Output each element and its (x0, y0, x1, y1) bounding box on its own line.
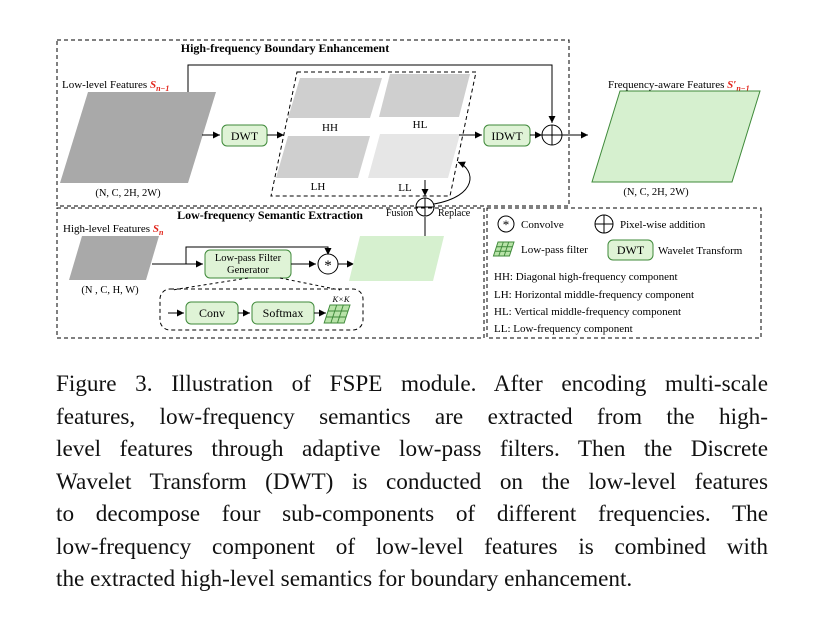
branch-to-convolve (185, 246, 332, 264)
legend-convolve-label: Convolve (521, 219, 564, 231)
caption-line: Wavelet Transform (DWT) is conducted on … (56, 468, 768, 495)
lh-band (276, 136, 370, 178)
legend-hl: HL: Vertical middle-frequency component (494, 306, 681, 318)
hh-band (288, 78, 382, 118)
lpf-gen-line2: Generator (227, 265, 269, 276)
legend-pixelwise-label: Pixel-wise addition (620, 219, 706, 231)
lpf-detail-link (171, 277, 249, 291)
lf-section-box (56, 207, 485, 339)
convolve-star: * (324, 258, 332, 274)
legend-ll: LL: Low-frequency component (494, 323, 633, 335)
legend-wavelet-label: Wavelet Transform (658, 245, 743, 257)
freq-aware-features (591, 90, 761, 183)
lh-label: LH (311, 181, 326, 193)
kernel-size-label: K×K (331, 294, 350, 304)
high-level-features (69, 236, 159, 280)
legend-convolve-icon (497, 215, 515, 233)
hl-label: HL (413, 119, 428, 131)
lowpass-filter-icon (323, 304, 351, 324)
freq-aware-label: Frequency-aware Features S′n−1 (608, 79, 750, 93)
legend-lh: LH: Horizontal middle-frequency componen… (494, 289, 694, 301)
ll-label: LL (398, 182, 412, 194)
caption-line: Figure 3. Illustration of FSPE module. A… (56, 371, 768, 397)
low-level-label: Low-level Features Sn−1 (62, 79, 169, 93)
fusion-label: Fusion (386, 208, 413, 219)
legend-lowpass-icon (492, 241, 515, 257)
hh-label: HH (322, 122, 338, 134)
caption-line: features, low-frequency semantics are ex… (56, 403, 768, 430)
caption-line: low-frequency component of low-level fea… (56, 533, 768, 560)
low-level-dims: (N, C, 2H, 2W) (95, 188, 161, 199)
hf-section-title: High-frequency Boundary Enhancement (181, 41, 389, 55)
caption-line: the extracted high-level semantics for b… (56, 566, 633, 592)
lpf-gen-line1: Low-pass Filter (215, 253, 282, 264)
freq-aware-dims: (N, C, 2H, 2W) (623, 187, 689, 198)
conv-label: Conv (199, 306, 225, 320)
legend-convolve-star: * (503, 217, 510, 232)
softmax-label: Softmax (263, 306, 304, 320)
replace-arrow (433, 161, 471, 205)
dwt-label: DWT (231, 129, 259, 143)
idwt-label: IDWT (491, 129, 523, 143)
caption-line: to decompose four sub-components of diff… (56, 501, 768, 527)
legend-lowpass-label: Low-pass filter (521, 244, 588, 256)
lf-section-title: Low-frequency Semantic Extraction (177, 208, 363, 222)
ll-band (368, 134, 460, 178)
fspe-diagram: High-frequency Boundary Enhancement Low-… (56, 39, 762, 339)
legend-hh: HH: Diagonal high-frequency component (494, 271, 678, 283)
low-level-features (60, 92, 216, 183)
legend-box (486, 207, 762, 339)
lowfreq-semantics (349, 236, 444, 281)
lpf-detail-box (159, 288, 364, 331)
hl-band (379, 74, 470, 117)
high-level-label: High-level Features Sn (63, 223, 164, 237)
high-level-dims: (N , C, H, W) (81, 285, 139, 296)
hf-section-box (56, 39, 570, 207)
replace-label: Replace (438, 208, 471, 219)
subband-container (270, 71, 477, 197)
lpf-detail-link-right (279, 277, 341, 291)
caption-line: level features through adaptive low-pass… (56, 436, 768, 462)
legend-dwt-box (607, 239, 654, 261)
figure-caption: Figure 3. Illustration of FSPE module. A… (56, 368, 768, 596)
skip-connection (187, 64, 556, 123)
legend-dwt-label: DWT (617, 243, 645, 257)
